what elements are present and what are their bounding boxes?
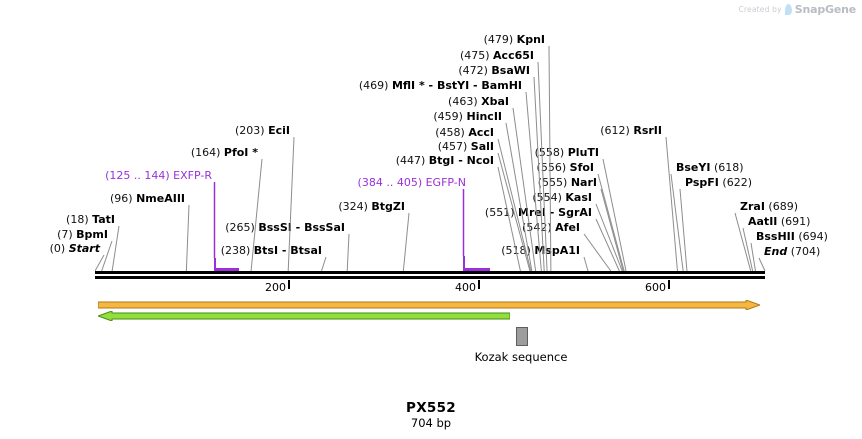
watermark-created-by: Created by [738, 5, 782, 14]
site-label-kpni[interactable]: (479) KpnI [483, 33, 545, 46]
snapgene-leaf-icon [784, 4, 792, 15]
site-label-bpmi[interactable]: (7) BpmI [57, 228, 108, 241]
plasmid-name: PX552 [406, 400, 456, 416]
site-label-pluti[interactable]: (558) PluTI [534, 146, 599, 159]
primer-mark-exfp-r-vert [214, 258, 216, 271]
site-label-hincii[interactable]: (459) HincII [433, 110, 502, 123]
green-feature-arrow[interactable] [98, 311, 510, 321]
site-label-mfli[interactable]: (469) MflI * - BstYI - BamHI [358, 79, 522, 92]
watermark-brand: SnapGene [794, 3, 856, 16]
ruler-tick-600 [668, 280, 670, 289]
site-label-bsawi[interactable]: (472) BsaWI [458, 64, 530, 77]
site-label-rsrii[interactable]: (612) RsrII [600, 124, 662, 137]
ruler-label-200: 200 [265, 281, 286, 294]
plasmid-length: 704 bp [410, 416, 452, 430]
orange-feature-arrow[interactable] [98, 300, 760, 310]
primer-label-egfp-n[interactable]: (384 .. 405) EGFP-N [357, 176, 466, 189]
site-label-kasi[interactable]: (554) KasI [532, 191, 592, 204]
site-label-mrei[interactable]: (551) MreI - SgrAI [484, 206, 592, 219]
backbone-strand-top [95, 271, 765, 274]
snapgene-watermark: Created by SnapGene [739, 3, 857, 16]
ruler-label-400: 400 [455, 281, 476, 294]
ruler-tick-200 [288, 280, 290, 289]
primer-mark-exfp-r-bar [214, 268, 239, 271]
site-label-aatii[interactable]: AatII (691) [748, 215, 811, 228]
site-label-end[interactable]: End (704) [764, 245, 821, 258]
kozak-sequence-label: Kozak sequence [474, 350, 568, 364]
site-label-bseyi[interactable]: BseYI (618) [676, 161, 744, 174]
site-label-bsshii[interactable]: BssHII (694) [756, 230, 828, 243]
primer-mark-egfp-n-bar [463, 268, 490, 271]
ruler-label-600: 600 [645, 281, 666, 294]
primer-mark-egfp-n-vert [463, 256, 465, 271]
kozak-sequence-feature[interactable] [516, 327, 528, 346]
site-label-ecii[interactable]: (203) EciI [235, 124, 290, 137]
site-label-acc65i[interactable]: (475) Acc65I [459, 49, 534, 62]
site-label-xbai[interactable]: (463) XbaI [448, 95, 509, 108]
site-label-zrai[interactable]: ZraI (689) [740, 200, 799, 213]
site-label-afei[interactable]: (542) AfeI [522, 221, 580, 234]
site-label-nmeaiii[interactable]: (96) NmeAIII [109, 192, 185, 205]
plasmid-title: PX552 704 bp [0, 400, 862, 430]
ruler-tick-400 [478, 280, 480, 289]
backbone-strand-bottom [95, 276, 765, 279]
site-label-btgzi[interactable]: (324) BtgZI [338, 200, 405, 213]
primer-label-exfp-r[interactable]: (125 .. 144) EXFP-R [105, 169, 212, 182]
site-label-mspa1i[interactable]: (518) MspA1I [501, 244, 580, 257]
site-label-pspfi[interactable]: PspFI (622) [685, 176, 752, 189]
site-label-bsssi[interactable]: (265) BssSI - BssSaI [225, 221, 345, 234]
site-label-pfoi[interactable]: (164) PfoI * [190, 146, 258, 159]
site-label-btgi[interactable]: (447) BtgI - NcoI [395, 154, 494, 167]
site-label-acci[interactable]: (458) AccI [435, 126, 494, 139]
site-label-tati[interactable]: (18) TatI [66, 213, 115, 226]
site-label-start[interactable]: (0) Start [49, 242, 100, 255]
site-label-sali[interactable]: (457) SalI [437, 140, 494, 153]
